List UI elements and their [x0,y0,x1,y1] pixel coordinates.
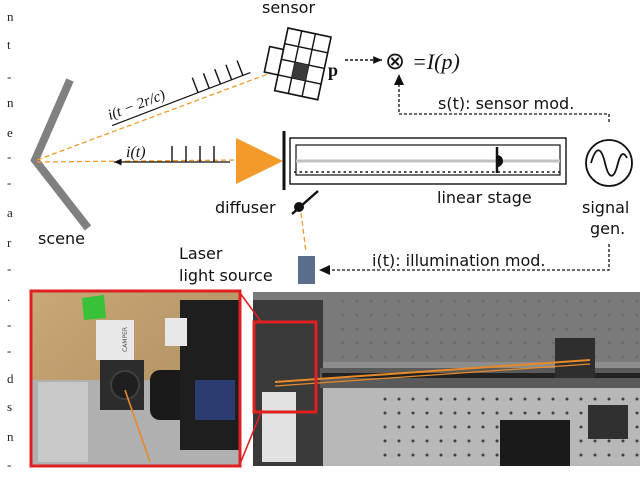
laser-label-2: light source [179,266,273,285]
sensor-label: sensor [262,0,315,17]
signal-gen-label-2: gen. [590,219,625,238]
emitted-signal-group: i(t) [114,144,230,166]
gutter-char: - [7,69,12,84]
camera-brand-label: CAMPER [122,327,129,352]
light-paths [36,61,307,253]
gutter-char: - [7,261,12,276]
gutter-char: n [7,95,14,110]
zoom-region-box [252,320,318,414]
gutter-char: - [7,149,12,164]
sensor-icon [263,27,332,101]
linear-stage-label: linear stage [437,188,532,207]
signal-generator-icon [585,139,633,187]
gutter-char: r [7,235,12,250]
gutter-char: . [7,289,11,304]
output-equation: =I(p) [412,49,460,74]
diffuser-label: diffuser [215,198,276,217]
gutter-char: s [7,399,13,414]
gutter-char: t [7,37,11,52]
emitted-signal-label: i(t) [126,144,146,161]
delayed-signal-group: i(t − 2r/c) [106,60,251,127]
gutter-char: - [7,317,12,332]
setup-photograph: CAMPER [29,289,640,468]
diffuser-light-cone [236,138,283,184]
illumination-mod-path [330,244,610,271]
delayed-signal-label: i(t − 2r/c) [106,87,168,123]
sensor-mod-arrowhead [394,74,404,85]
gutter-char: - [7,457,12,472]
multiplier-icon: ⊗ [385,47,405,75]
gutter-char: n [7,9,14,24]
scene-label: scene [38,229,85,248]
sensor-mod-path [398,82,610,122]
illumination-mod-arrowhead [319,265,330,275]
gutter-char: a [7,205,13,220]
linear-stage [282,131,567,190]
diffuser-mirror [291,190,319,215]
gutter-char: - [7,175,12,190]
gutter-char: - [7,343,12,358]
scene-shape [30,78,92,231]
illumination-mod-label: i(t): illumination mod. [372,251,545,270]
laser-source-box [298,256,315,284]
signal-gen-label-1: signal [582,198,629,217]
gutter-char: n [7,429,14,444]
laser-label-1: Laser [179,244,223,263]
gutter-char: d [7,371,14,386]
sensor-mod-label: s(t): sensor mod. [438,94,574,113]
pixel-p-label: p [328,60,338,80]
gutter-char: e [7,125,13,140]
